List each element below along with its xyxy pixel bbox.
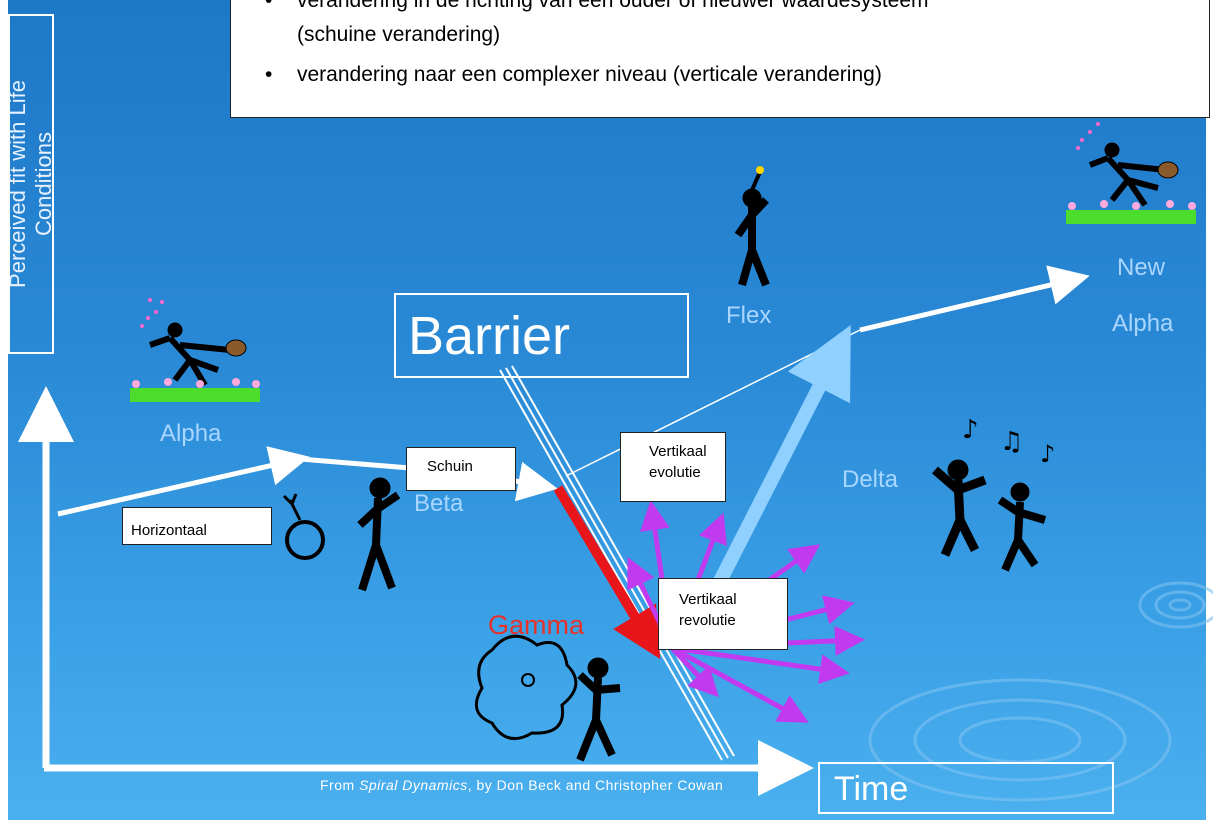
axes (17, 386, 814, 796)
credit-line: From Spiral Dynamics, by Don Beck and Ch… (320, 777, 724, 793)
top-note-box: • verandering in de richting van een oud… (230, 0, 1210, 118)
flex-label: Flex (726, 302, 772, 329)
barrier-label: Barrier (408, 306, 571, 366)
new-alpha-label-2: Alpha (1112, 310, 1174, 337)
schuin-label: Schuin (427, 458, 473, 475)
new-alpha-label-1: New (1117, 254, 1166, 281)
flex-figure (734, 166, 770, 287)
svg-text:♪: ♪ (962, 415, 979, 445)
vertikaal-revolutie-box: Vertikaal revolutie (658, 578, 788, 650)
vertikaal-evolutie-label-2: evolutie (649, 464, 701, 481)
gamma-arrow (553, 485, 661, 660)
note-item-1: • verandering in de richting van een oud… (265, 0, 929, 12)
new-alpha-figure (1066, 122, 1196, 224)
vertikaal-revolutie-label-1: Vertikaal (679, 591, 737, 608)
y-axis-label-box: Perceived fit with Life Conditions (5, 14, 56, 354)
alpha-beta-path (57, 446, 558, 517)
new-alpha-path (859, 265, 1090, 333)
note-item-1-continued: (schuine verandering) (297, 23, 501, 46)
beta-figure (282, 477, 401, 592)
diagram-background (8, 0, 1206, 820)
delta-figures: ♪ ♫ ♪ (932, 415, 1055, 572)
gamma-label: Gamma (488, 610, 585, 640)
delta-label: Delta (842, 466, 899, 493)
alpha-figure (130, 298, 260, 402)
schuin-box: Schuin (406, 447, 516, 491)
credit-book-title: Spiral Dynamics (359, 777, 468, 793)
note-item-2: • verandering naar een complexer niveau … (265, 63, 882, 86)
vertikaal-evolutie-label-1: Vertikaal (649, 443, 707, 460)
vertikaal-revolutie-label-2: revolutie (679, 612, 736, 629)
barrier-line (499, 365, 735, 761)
beta-label: Beta (414, 490, 464, 517)
horizontaal-box: Horizontaal (122, 507, 272, 545)
barrier-box: Barrier (394, 293, 689, 378)
svg-text:♫: ♫ (1000, 427, 1023, 457)
y-axis-label: Perceived fit with Life Conditions (5, 80, 56, 288)
x-axis-label-box: Time (818, 762, 1114, 814)
vertikaal-evolutie-box: Vertikaal evolutie (620, 432, 726, 502)
x-axis-label: Time (834, 770, 909, 808)
alpha-label: Alpha (160, 420, 222, 447)
svg-text:♪: ♪ (1040, 440, 1055, 468)
horizontaal-label: Horizontaal (131, 522, 207, 539)
gamma-figure (474, 634, 621, 762)
